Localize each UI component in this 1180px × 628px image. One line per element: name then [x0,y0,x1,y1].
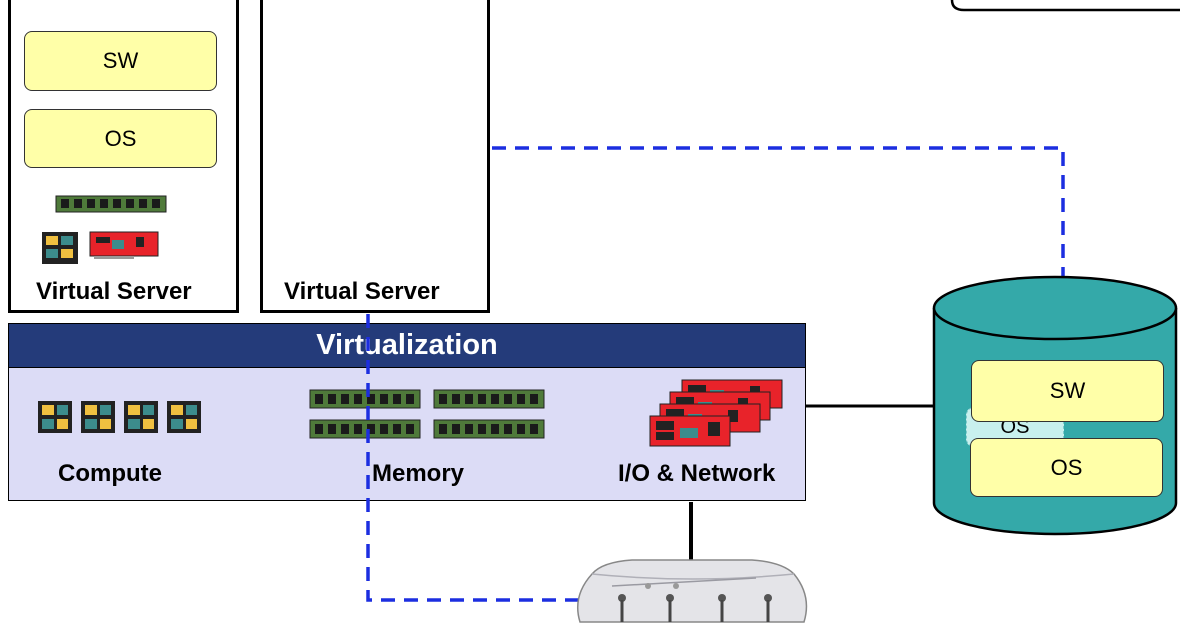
os-box: OS [24,109,217,168]
storage-sw-label: SW [1049,378,1086,403]
virtualization-header: Virtualization [8,323,806,368]
virtualization-title: Virtualization [316,329,498,361]
memory-icon [309,389,545,439]
partial-box [950,0,1180,12]
os-label: OS [104,125,137,151]
virtual-server-2-left-wall [260,0,263,312]
cpu-chip-icon [42,232,78,264]
sw-label: SW [102,48,139,73]
dashed-link-router [366,314,580,602]
cpu-chip-icon [38,401,72,433]
virtual-server-2-floor [260,310,490,313]
storage-os-label: OS [1050,454,1083,480]
storage-sw-box: SW [971,360,1164,422]
io-network-label: I/O & Network [618,460,776,487]
compute-icon [38,401,201,433]
virtual-server-1-floor [8,310,239,313]
storage-os-box: OS [970,438,1163,497]
dashed-link-storage [492,146,1065,282]
compute-label: Compute [58,460,162,487]
virtual-server-2-label: Virtual Server [284,278,440,305]
virtual-server-2-right-wall [487,0,490,312]
network-card-icon [89,231,159,259]
memory-module-icon [55,195,167,213]
sw-box: SW [24,31,217,91]
virtual-server-1-label: Virtual Server [36,278,192,305]
router-icon [577,559,808,623]
memory-label: Memory [372,460,465,487]
virtual-server-1-right-wall [236,0,239,312]
io-network-icon [649,379,783,447]
virtual-server-1-left-wall [8,0,11,312]
